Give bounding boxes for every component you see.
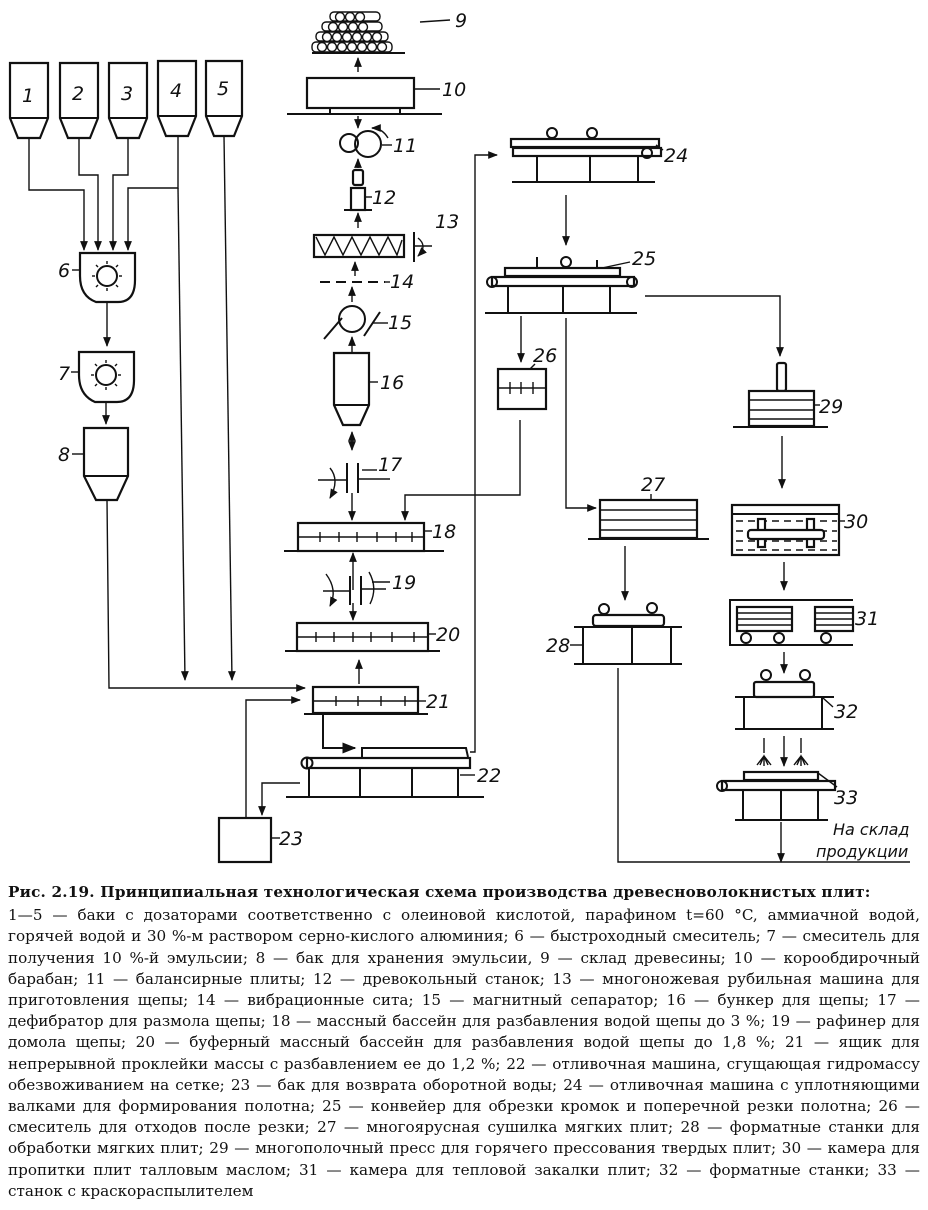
hardening-chamber-31: 31 <box>729 599 879 646</box>
chipper-13: 13 <box>312 211 459 262</box>
forming-machine-24: 24 <box>509 127 688 183</box>
waste-mixer-26: 26 <box>496 345 557 411</box>
tank-4: 4 <box>156 59 198 138</box>
casting-machine-22: 22 <box>286 747 501 798</box>
mixer-7: 7 <box>58 350 136 404</box>
label-14: 14 <box>390 271 414 293</box>
chip-bunker-16: 16 <box>332 351 404 427</box>
defibrator-17: 17 <box>318 454 402 499</box>
label-12: 12 <box>372 187 396 209</box>
format-machines-32: 32 <box>735 669 858 730</box>
label-10: 10 <box>442 79 466 101</box>
trim-conveyor-25: 25 <box>485 248 656 314</box>
label-24: 24 <box>664 145 688 167</box>
caption-body: 1—5 — баки с дозаторами соответственно с… <box>8 906 920 1200</box>
hot-press-29: 29 <box>733 361 843 428</box>
process-flow-diagram: 1 2 3 4 5 6 <box>8 10 910 864</box>
label-6: 6 <box>58 260 70 282</box>
label-28: 28 <box>546 635 570 657</box>
debarking-drum-10: 10 <box>287 76 466 115</box>
label-1: 1 <box>22 85 34 107</box>
pipe-26-18 <box>401 420 521 521</box>
label-18: 18 <box>432 521 456 543</box>
balancing-plates-11: 11 <box>339 124 417 158</box>
pipe-21-22 <box>322 714 357 754</box>
label-27: 27 <box>641 474 665 496</box>
label-33: 33 <box>834 787 858 809</box>
paint-sprayer-33: 33 <box>716 770 858 821</box>
pipe-22-24 <box>470 151 498 753</box>
label-3: 3 <box>121 83 133 105</box>
label-16: 16 <box>380 372 404 394</box>
figure-caption: Рис. 2.19. Принципиальная технологическа… <box>8 882 920 1202</box>
label-7: 7 <box>58 363 70 385</box>
label-15: 15 <box>388 312 412 334</box>
label-29: 29 <box>819 396 843 418</box>
tank-3: 3 <box>107 61 149 140</box>
label-21: 21 <box>426 691 450 713</box>
tank-2: 2 <box>58 61 100 140</box>
mixer-6: 6 <box>58 251 137 304</box>
refiner-19: 19 <box>323 571 416 607</box>
pipe-25-27 <box>565 318 597 512</box>
label-4: 4 <box>170 80 182 102</box>
output-line <box>617 668 910 863</box>
label-32: 32 <box>834 701 858 723</box>
label-22: 22 <box>477 765 501 787</box>
label-5: 5 <box>217 78 229 100</box>
format-machines-28: 28 <box>546 602 682 665</box>
label-17: 17 <box>378 454 402 476</box>
pipe-23-21 <box>245 696 301 818</box>
sizing-box-21: 21 <box>304 685 450 715</box>
label-9: 9 <box>455 10 467 32</box>
label-19: 19 <box>392 572 416 594</box>
label-8: 8 <box>58 444 70 466</box>
wood-storage-9: 9 <box>311 10 467 54</box>
buffer-pool-20: 20 <box>285 621 460 653</box>
impregnation-chamber-30: 30 <box>730 503 868 557</box>
vibrating-screens-14: 14 <box>320 271 414 293</box>
emulsion-tank-8: 8 <box>58 426 130 502</box>
tank-1: 1 <box>8 61 50 140</box>
dryer-27: 27 <box>588 474 709 540</box>
magnetic-separator-15: 15 <box>323 305 412 340</box>
label-20: 20 <box>436 624 460 646</box>
label-25: 25 <box>632 248 656 270</box>
label-11: 11 <box>393 135 417 157</box>
mass-pool-18: 18 <box>284 521 456 553</box>
label-13: 13 <box>435 211 459 233</box>
pipe-8-21 <box>106 499 306 692</box>
dosing-pipes <box>28 135 236 681</box>
label-23: 23 <box>279 828 303 850</box>
output-note-line1: На склад <box>833 820 909 839</box>
pipe-25-29 <box>645 295 784 357</box>
tank-5: 5 <box>204 59 244 138</box>
pipe-22-23 <box>258 782 300 816</box>
label-30: 30 <box>844 511 868 533</box>
water-return-tank-23: 23 <box>217 816 303 864</box>
label-2: 2 <box>72 83 84 105</box>
caption-title: Рис. 2.19. Принципиальная технологическа… <box>8 883 871 901</box>
spray-nozzles <box>756 736 809 767</box>
label-26: 26 <box>533 345 557 367</box>
output-note-line2: продукции <box>816 842 908 861</box>
label-31: 31 <box>855 608 879 630</box>
log-splitter-12: 12 <box>344 168 396 212</box>
